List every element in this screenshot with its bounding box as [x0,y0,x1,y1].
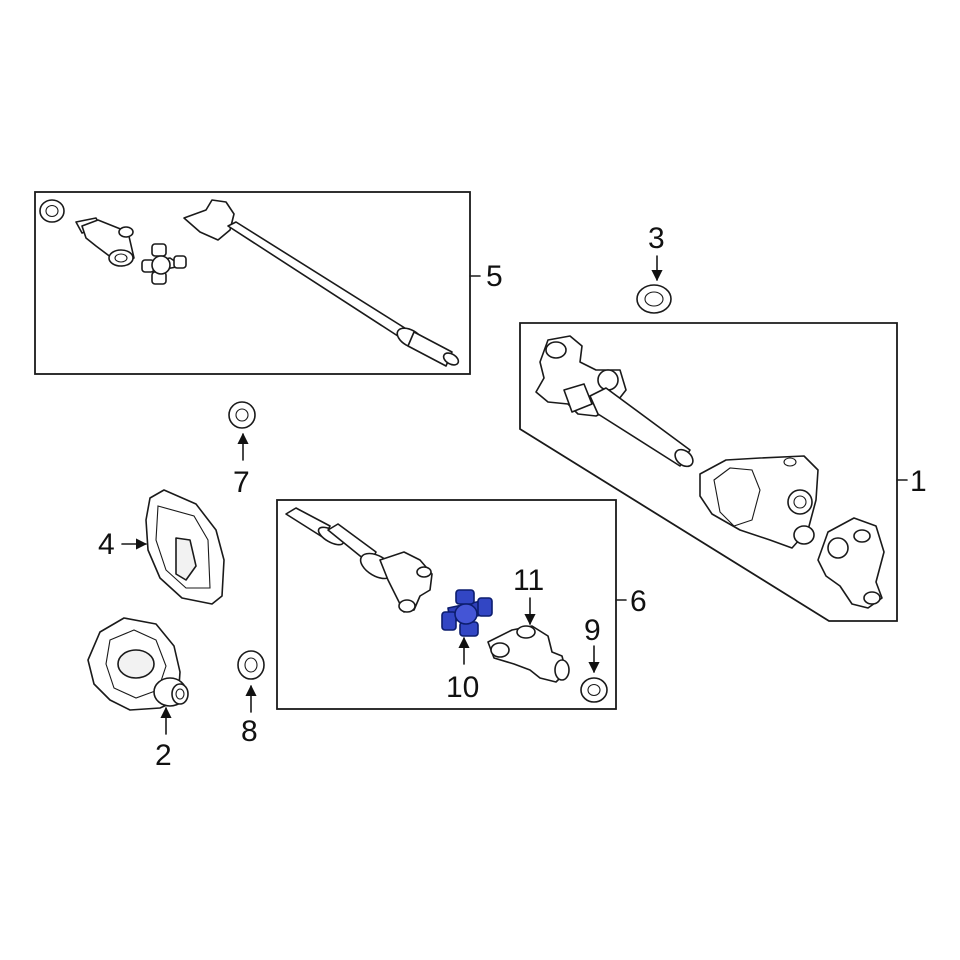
part-5-u-joint[interactable] [141,243,187,285]
callout-3: 3 [648,222,665,255]
part-5-seal[interactable] [39,199,65,223]
callout-7: 7 [233,466,250,499]
callout-4: 4 [98,528,115,561]
part-5-axle-shaft[interactable] [183,199,460,367]
part-4-cover[interactable] [145,489,225,605]
part-10-cap-left [441,611,457,631]
part-1-axle-housing[interactable] [535,335,885,609]
part-9-seal[interactable] [580,677,608,703]
callout-2: 2 [155,739,172,772]
part-6-inner-shaft[interactable] [285,507,433,613]
part-10-cap-top [455,589,475,605]
group-5-box [34,191,481,375]
part-8-seal[interactable] [237,650,265,680]
callout-9: 9 [584,614,601,647]
part-2-differential-case[interactable] [87,617,189,711]
group-1-box [519,322,908,622]
callout-1: 1 [910,465,927,498]
part-3-seal[interactable] [636,284,672,314]
callout-5: 5 [486,260,503,293]
part-10-u-joint[interactable] [441,589,493,637]
callout-8: 8 [241,715,258,748]
part-7-seal[interactable] [228,401,256,429]
callout-10: 10 [446,671,479,704]
part-5-yoke[interactable] [75,217,135,267]
group-6-box [276,499,627,710]
part-10-center [454,603,478,625]
part-10-cap-right [477,597,493,617]
callout-6: 6 [630,585,647,618]
part-11-stub-yoke[interactable] [487,625,570,683]
callout-11: 11 [513,564,544,597]
